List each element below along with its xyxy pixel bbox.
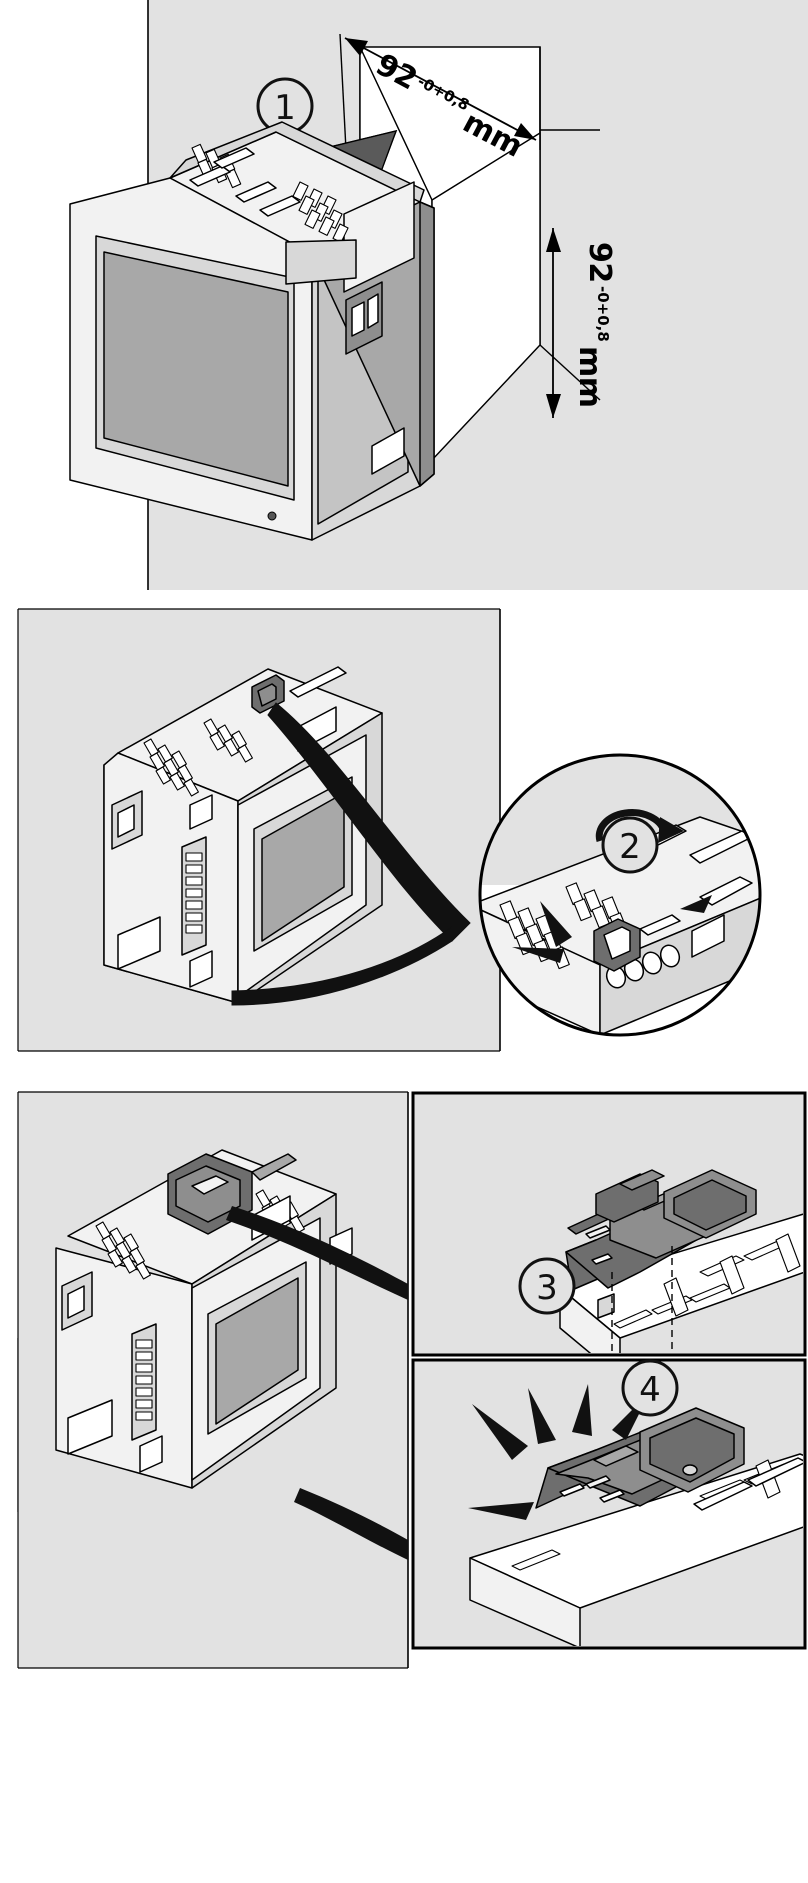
instrument-device-figure3 xyxy=(55,1149,353,1489)
dimension-height-tolerance: -0+0,8 xyxy=(594,286,612,342)
figure-3-4-connector-module: 3 xyxy=(0,1088,808,1883)
step-marker-2: 2 xyxy=(601,816,659,874)
connector-module-seated xyxy=(535,1407,745,1509)
vent-grille-top-right xyxy=(292,181,349,243)
inset-panel-step-3: 3 xyxy=(411,1091,807,1357)
top-clip-slots xyxy=(189,147,301,217)
step-marker-1-label: 1 xyxy=(274,88,296,128)
vent-grille-rear-2 xyxy=(203,718,253,763)
callout-leader-4 xyxy=(294,1488,408,1560)
figure-2-engage-retaining-clip: 2 xyxy=(0,605,808,1055)
terminal-strip-f3 xyxy=(131,1323,157,1441)
side-connector-module xyxy=(345,281,383,355)
dimension-height-value: 92 xyxy=(582,242,617,283)
step-marker-1: 1 xyxy=(256,77,314,135)
vent-grille-rear xyxy=(143,738,199,797)
dimension-width xyxy=(339,33,541,151)
led-indicators xyxy=(605,944,681,989)
instrument-device-figure1 xyxy=(69,121,435,541)
base-slots xyxy=(613,1233,801,1329)
dimension-height-label: 92 -0+0,8 mm xyxy=(572,242,617,408)
left-connectors xyxy=(111,790,143,850)
step-marker-3-label: 3 xyxy=(536,1268,558,1308)
callout-leader xyxy=(231,702,471,1006)
step-marker-3: 3 xyxy=(518,1257,576,1315)
connector-module-aligned xyxy=(565,1169,757,1291)
retaining-clip-magnified xyxy=(593,914,681,972)
left-connectors-f3 xyxy=(61,1271,93,1331)
step-marker-2-label: 2 xyxy=(619,827,641,867)
alignment-lines xyxy=(611,1246,673,1353)
terminal-strip xyxy=(181,836,207,956)
step-marker-4: 4 xyxy=(621,1359,679,1417)
magnifier-callout-circle: 2 xyxy=(478,753,762,1037)
callout-leader-3 xyxy=(226,1206,408,1300)
impact-marks xyxy=(512,895,712,963)
step-marker-4-label: 4 xyxy=(639,1370,661,1410)
dimension-height xyxy=(539,129,601,418)
rotation-arrow-icon xyxy=(595,809,684,843)
inset-panel-step-4: 4 xyxy=(411,1358,807,1650)
figure-1-install-into-panel: 92 -0+0,8 mm 92 -0+0,8 mm 1 xyxy=(0,0,808,590)
dimension-height-unit: mm xyxy=(572,346,607,408)
